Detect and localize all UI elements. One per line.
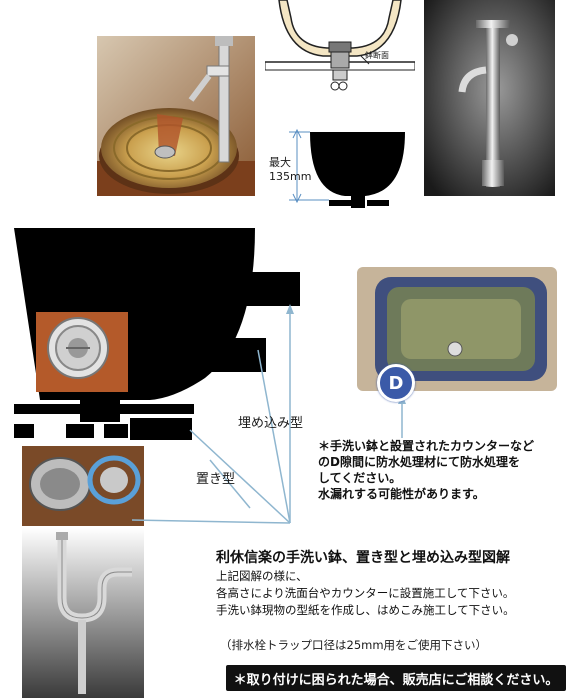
trap-size-note: （排水栓トラップ口径は25mm用をご使用下さい） <box>220 638 488 652</box>
explanation-block: 利休信楽の手洗い鉢、置き型と埋め込み型図解 上記図解の様に、 各高さにより洗面台… <box>216 548 576 619</box>
drain-trap-photo <box>22 528 144 698</box>
large-bowl-diagram <box>0 218 310 448</box>
d-marker-letter: D <box>388 372 404 394</box>
explanation-title: 利休信楽の手洗い鉢、置き型と埋め込み型図解 <box>216 550 510 566</box>
embedded-type-label: 埋め込み型 <box>238 416 304 431</box>
tall-faucet-photo <box>424 0 555 196</box>
contact-retailer-badge: ＊取り付けに困られた場合、販売店にご相談ください。 <box>226 665 566 691</box>
max-height-diagram: 最大 135mm <box>265 120 415 220</box>
drain-parts-photo <box>22 446 144 526</box>
bowl-faucet-photo <box>97 36 255 196</box>
cross-section-label: 鉢断面 <box>365 51 389 60</box>
explanation-line-3: 手洗い鉢現物の型紙を作成し、はめこみ施工して下さい。 <box>216 603 515 617</box>
max-height-label: 最大 <box>269 156 291 169</box>
waterproof-line-4: 水漏れする可能性があります。 <box>318 487 485 501</box>
waterproof-line-2: のD隙間に防水処理材にて防水処理を <box>318 455 520 469</box>
explanation-line-1: 上記図解の様に、 <box>216 569 308 583</box>
max-height-value: 135mm <box>269 170 312 183</box>
explanation-line-2: 各高さにより洗面台やカウンターに設置施工して下さい。 <box>216 586 515 600</box>
placed-type-label: 置き型 <box>196 472 236 487</box>
square-sink-photo <box>357 267 557 391</box>
d-marker-badge: D <box>377 364 415 402</box>
waterproof-line-3: してください。 <box>318 471 402 485</box>
waterproof-line-1: ＊手洗い鉢と設置されたカウンターなど <box>318 439 535 453</box>
waterproof-note: ＊手洗い鉢と設置されたカウンターなど のD隙間に防水処理材にて防水処理を してく… <box>318 438 580 502</box>
